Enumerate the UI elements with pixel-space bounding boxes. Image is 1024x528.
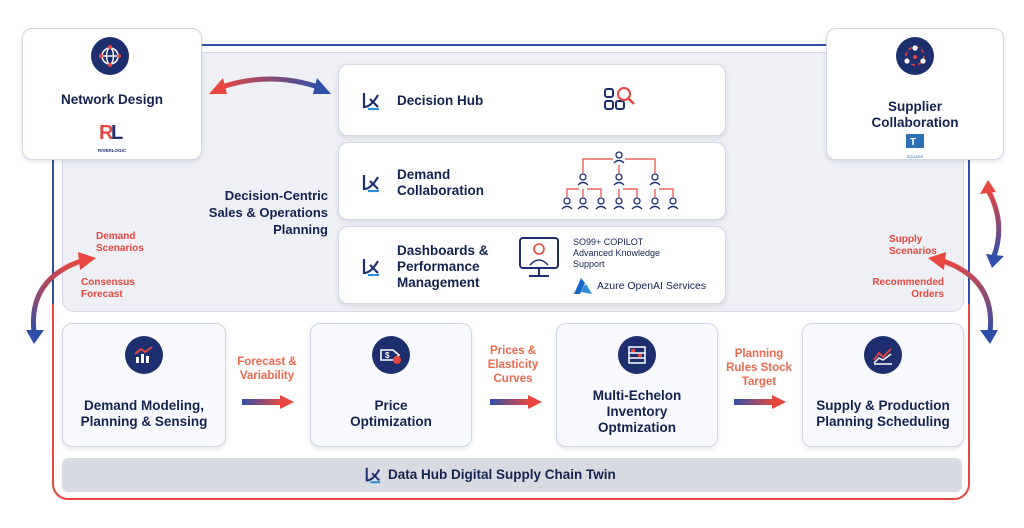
svg-text:R: R xyxy=(99,122,114,143)
kinaxis-mark-icon xyxy=(365,467,381,484)
copilot-line-1: SO99+ COPILOT xyxy=(573,237,644,247)
supplier-collaboration-title-2: Collaboration xyxy=(871,115,959,130)
production-chart-icon xyxy=(864,336,902,374)
prices-flow-arrow xyxy=(490,395,542,409)
supply-production-card[interactable]: Supply & Production Planning Scheduling xyxy=(802,323,964,447)
multi-echelon-title-2: Inventory xyxy=(606,404,668,419)
multi-echelon-title-3: Optmization xyxy=(598,420,676,435)
azure-label: Azure OpenAI Services xyxy=(597,280,707,292)
decision-hub-card[interactable]: Decision Hub xyxy=(338,64,726,136)
demand-collaboration-title-1: Demand xyxy=(397,167,451,182)
planning-flow-arrow xyxy=(734,395,786,409)
prices-flow-label-3: Curves xyxy=(493,373,533,385)
globe-network-icon xyxy=(91,37,129,75)
riverlogic-logo-text: RIVERLOGIC xyxy=(97,148,126,153)
supply-scenarios-label-2: Scenarios xyxy=(889,246,937,257)
kinaxis-mark-icon xyxy=(362,259,379,277)
planning-frame xyxy=(52,44,970,304)
prices-flow-label-1: Prices & xyxy=(489,345,537,357)
demand-collaboration-title-2: Collaboration xyxy=(397,183,484,198)
square-logo-text: SQUARE xyxy=(906,154,924,159)
multi-echelon-card[interactable]: Multi-Echelon Inventory Optmization xyxy=(556,323,718,447)
supplier-collaboration-card[interactable]: Supplier Collaboration T SQUARE xyxy=(826,28,1004,160)
data-hub-bar[interactable]: Data Hub Digital Supply Chain Twin xyxy=(62,458,962,492)
svg-text:L: L xyxy=(111,122,123,143)
supplier-collaboration-title-1: Supplier xyxy=(887,99,942,114)
price-optimization-title-2: Optimization xyxy=(350,414,432,429)
dashboards-card[interactable]: Dashboards & Performance Management SO99… xyxy=(338,226,726,304)
multi-echelon-title-1: Multi-Echelon xyxy=(592,388,682,403)
demand-scenarios-label-2: Scenarios xyxy=(96,243,144,254)
forecast-flow-label-2: Variability xyxy=(239,370,295,382)
recommended-orders-label-1: Recommended xyxy=(872,277,944,288)
supplier-side-arrow xyxy=(980,180,1004,268)
right-cycle-arrow xyxy=(928,252,998,344)
demand-scenarios-label-1: Demand xyxy=(96,231,136,242)
copilot-line-2: Advanced Knowledge xyxy=(573,248,661,258)
svg-text:$: $ xyxy=(385,351,390,360)
kinaxis-mark-icon xyxy=(362,93,379,111)
supply-scenarios-label-1: Supply xyxy=(889,234,923,245)
dashboards-title-1: Dashboards & xyxy=(397,243,489,258)
price-optimization-title-1: Price xyxy=(374,398,408,413)
trend-chart-icon xyxy=(125,336,163,374)
svg-text:T: T xyxy=(910,137,916,148)
demand-collaboration-card[interactable]: Demand Collaboration xyxy=(338,142,726,220)
price-tag-icon: $ xyxy=(372,336,410,374)
org-hierarchy-icon xyxy=(561,151,679,210)
price-optimization-card[interactable]: $ Price Optimization xyxy=(310,323,472,447)
decision-centric-line-3: Planning xyxy=(273,222,328,237)
planning-flow-label-1: Planning xyxy=(734,348,784,360)
decision-hub-search-icon xyxy=(604,87,635,110)
recommended-orders-label-2: Orders xyxy=(911,289,944,300)
decision-hub-title: Decision Hub xyxy=(397,93,484,108)
consensus-forecast-label-2: Forecast xyxy=(81,289,123,300)
dashboards-title-3: Management xyxy=(397,275,480,290)
decision-centric-line-1: Decision-Centric xyxy=(224,188,328,203)
forecast-flow-label-1: Forecast & xyxy=(237,356,297,368)
ai-monitor-icon xyxy=(519,237,559,277)
warehouse-shelves-icon xyxy=(618,336,656,374)
left-cycle-arrow xyxy=(26,252,96,344)
consensus-forecast-label-1: Consensus xyxy=(81,277,135,288)
network-design-title: Network Design xyxy=(60,92,164,107)
forecast-flow-arrow xyxy=(242,395,294,409)
data-hub-title: Data Hub Digital Supply Chain Twin xyxy=(388,467,616,482)
kinaxis-mark-icon xyxy=(362,175,379,193)
demand-modeling-title-1: Demand Modeling, xyxy=(83,398,204,413)
azure-logo-icon xyxy=(574,278,592,294)
dashboards-title-2: Performance xyxy=(397,259,480,274)
copilot-line-3: Support xyxy=(573,259,605,269)
demand-modeling-card[interactable]: Demand Modeling, Planning & Sensing xyxy=(62,323,226,447)
supplier-network-icon xyxy=(896,37,934,75)
prices-flow-label-2: Elasticity xyxy=(487,359,539,371)
demand-modeling-title-2: Planning & Sensing xyxy=(80,414,208,429)
planning-flow-label-2: Rules Stock xyxy=(726,362,792,374)
decision-centric-line-2: Sales & Operations xyxy=(208,205,328,220)
square-logo: T SQUARE xyxy=(905,133,925,159)
network-hub-arrow xyxy=(209,76,331,94)
supply-production-title-1: Supply & Production xyxy=(816,398,950,413)
planning-flow-label-3: Target xyxy=(741,376,777,388)
supply-production-title-2: Planning Scheduling xyxy=(816,414,950,429)
